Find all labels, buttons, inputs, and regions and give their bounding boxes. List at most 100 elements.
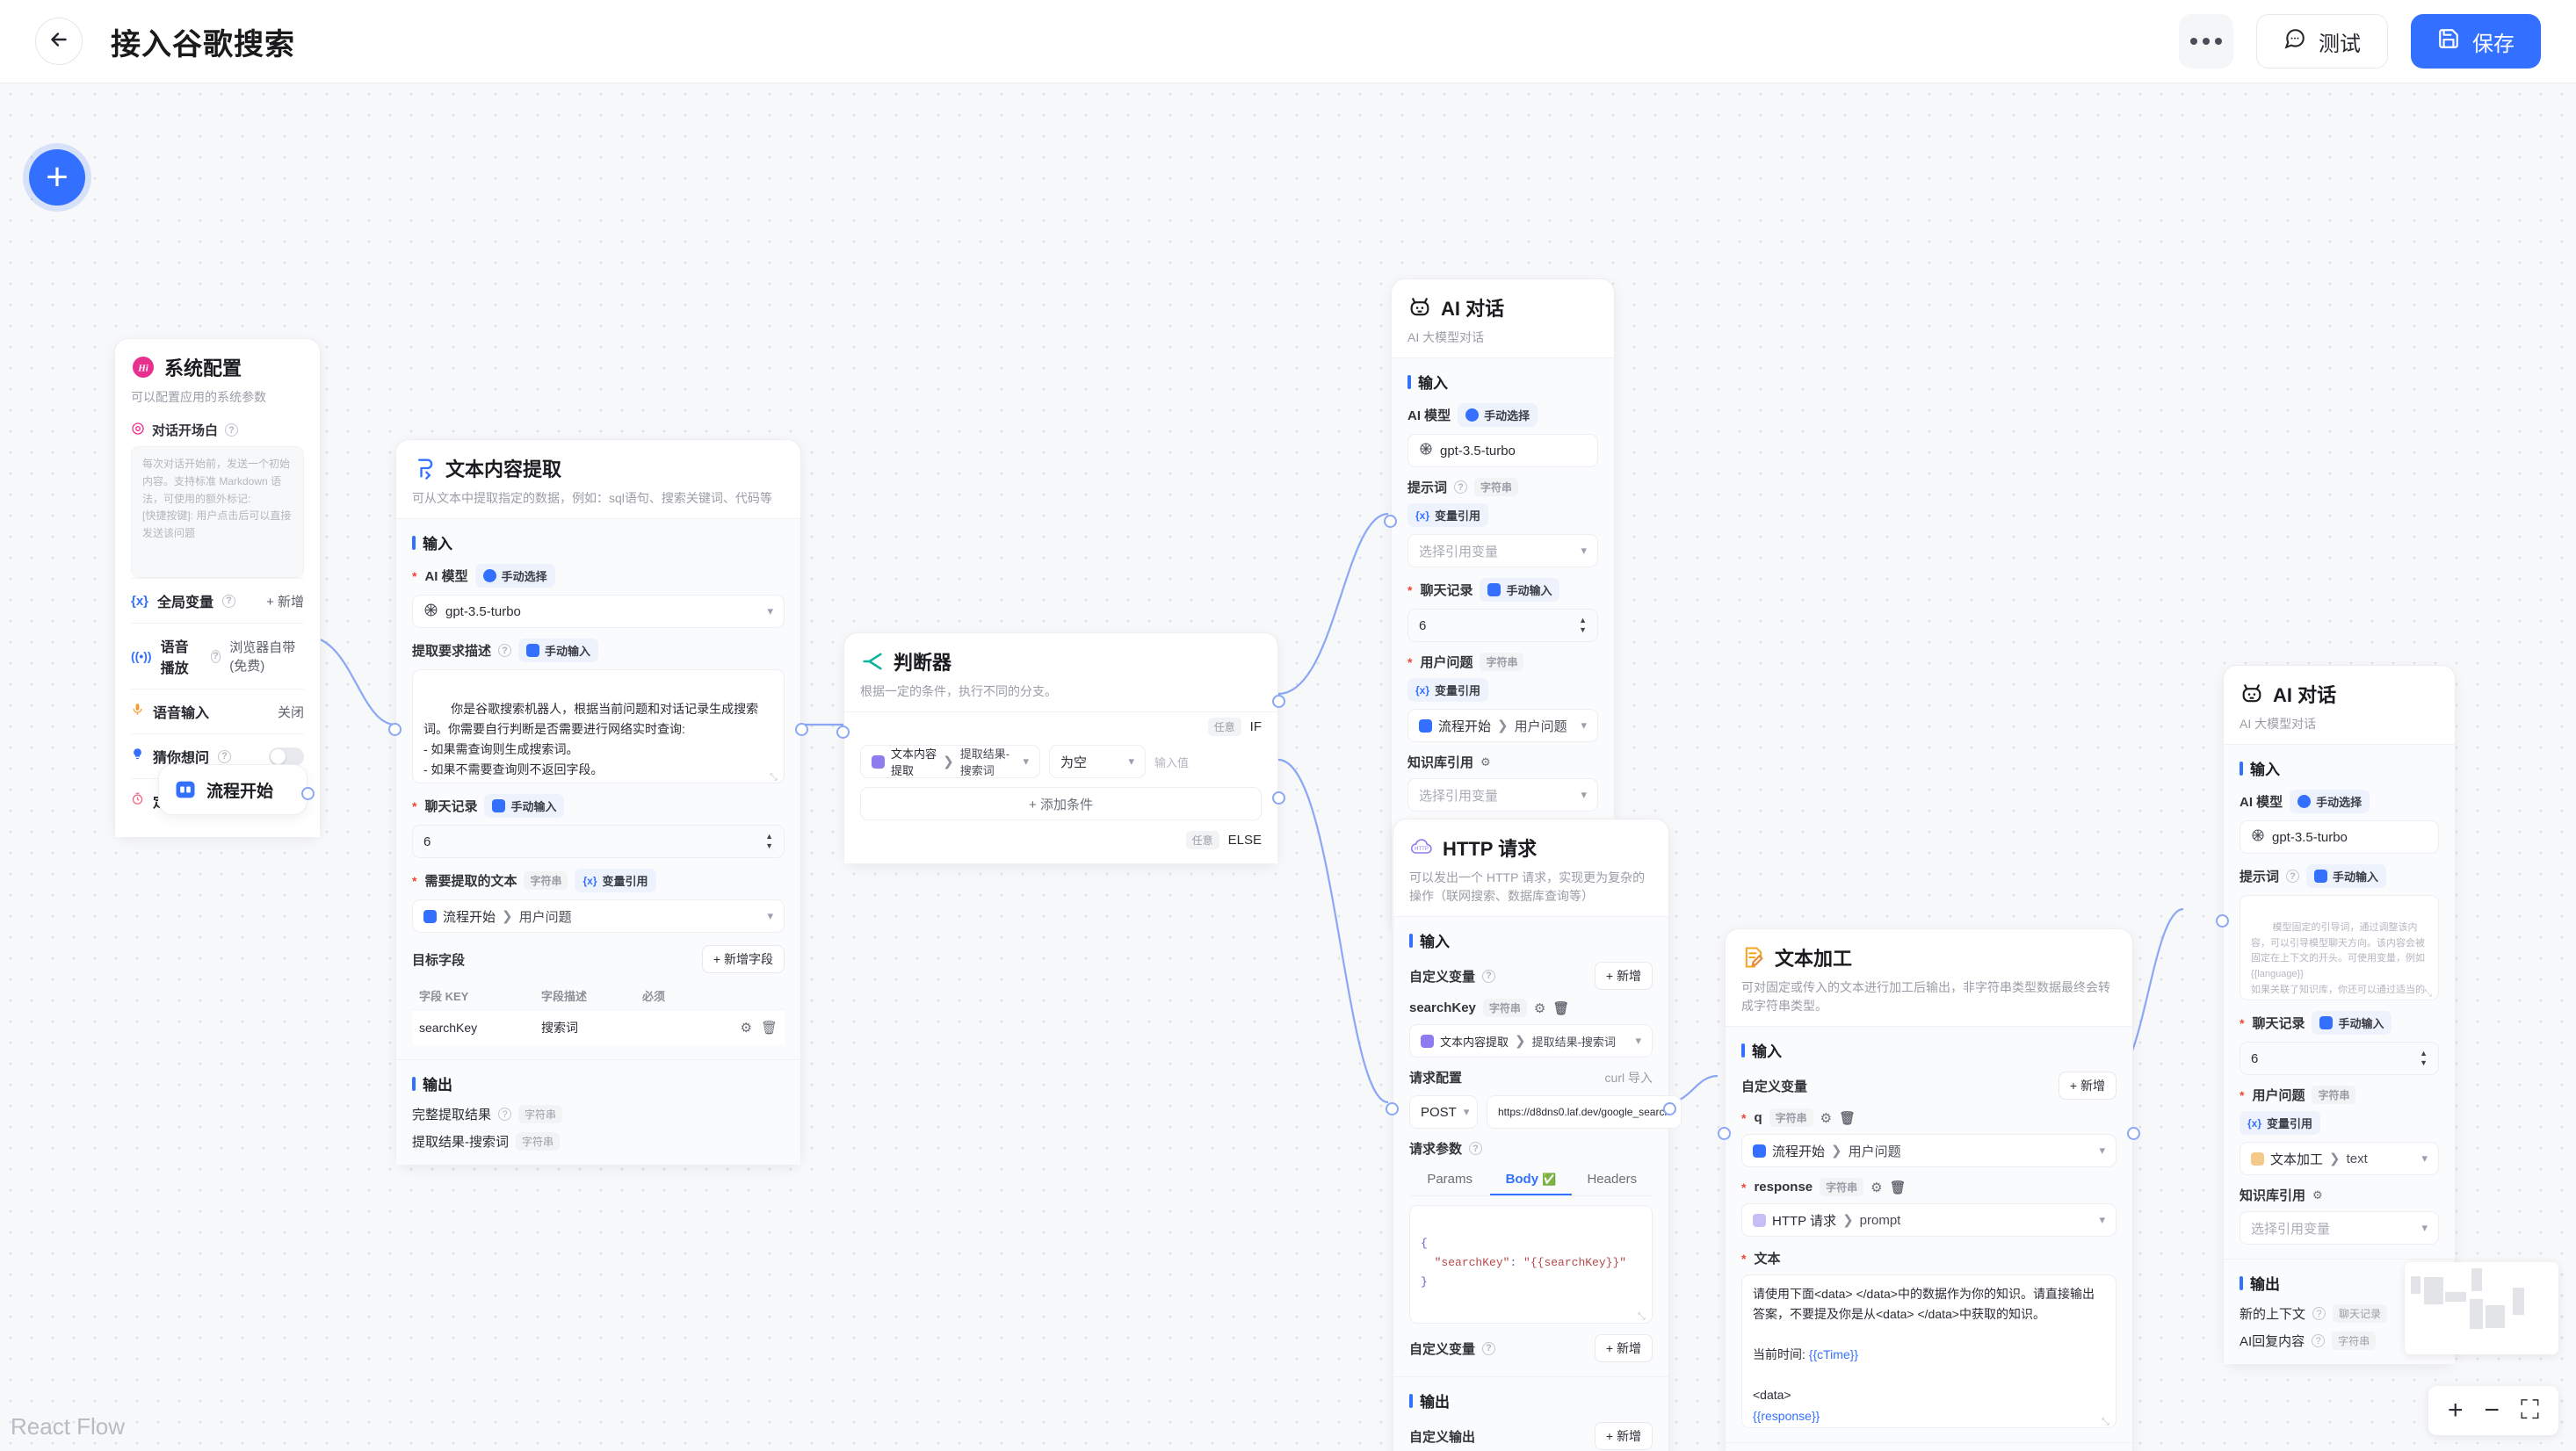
test-button[interactable]: 测试	[2256, 14, 2388, 69]
output-port[interactable]	[1663, 1102, 1676, 1115]
help-icon[interactable]: ?	[225, 423, 239, 437]
text-textarea[interactable]: 请使用下面<data> </data>中的数据作为你的知识。请直接输出答案，不要…	[1741, 1274, 2117, 1428]
manual-select-badge[interactable]: 手动选择	[474, 564, 555, 588]
source-select[interactable]: 流程开始 ❯ 用户问题 ▾	[412, 899, 785, 933]
guess-question-toggle[interactable]	[269, 747, 304, 766]
trash-icon[interactable]: 🗑	[760, 1021, 778, 1036]
row-global-variable[interactable]: {x} 全局变量 ? + 新增	[131, 578, 304, 623]
resize-handle-icon[interactable]: ⤡	[770, 772, 778, 783]
gear-icon[interactable]: ⚙	[2312, 1188, 2323, 1202]
opening-textarea[interactable]: 每次对话开始前，发送一个初始内容。支持标准 Markdown 语法，可使用的额外…	[131, 446, 304, 578]
help-icon[interactable]: ?	[498, 1108, 512, 1121]
resize-handle-icon[interactable]: ⤡	[1638, 1312, 1646, 1323]
history-stepper[interactable]: 6 ▲▼	[1407, 609, 1598, 642]
trash-icon[interactable]: 🗑	[1889, 1180, 1907, 1195]
input-port[interactable]	[1718, 1127, 1731, 1140]
node-flow-start[interactable]: 流程开始	[158, 764, 315, 815]
help-icon[interactable]: ?	[1469, 1142, 1483, 1155]
node-condition[interactable]: 判断器 根据一定的条件，执行不同的分支。 任意 IF 文本内容提取 ❯ 提取结果…	[836, 632, 1285, 864]
var-q-select[interactable]: 流程开始 ❯ 用户问题 ▾	[1741, 1134, 2117, 1167]
prompt-textarea[interactable]: 模型固定的引导词，通过调整该内容，可以引导模型聊天方向。该内容会被固定在上下文的…	[2240, 895, 2439, 1000]
manual-input-badge[interactable]: 手动输入	[518, 639, 599, 662]
model-select[interactable]: gpt-3.5-turbo ▾	[412, 595, 785, 628]
manual-select-badge[interactable]: 手动选择	[2290, 790, 2370, 813]
help-icon[interactable]: ?	[222, 594, 236, 608]
node-http-request[interactable]: HTTP HTTP 请求 可以发出一个 HTTP 请求，实现更为复杂的操作（联网…	[1386, 819, 1682, 1451]
model-select[interactable]: gpt-3.5-turbo	[1407, 434, 1598, 467]
add-field-button[interactable]: + 新增字段	[701, 945, 785, 973]
stepper-arrows-icon[interactable]: ▲▼	[2420, 1049, 2428, 1067]
var-ref-badge[interactable]: {x}变量引用	[1407, 503, 1489, 527]
body-editor[interactable]: { "searchKey": "{{searchKey}}" }⤡	[1409, 1205, 1653, 1324]
stepper-arrows-icon[interactable]: ▲▼	[1579, 616, 1587, 634]
output-port[interactable]	[301, 787, 315, 800]
if-any-tag[interactable]: 任意	[1207, 718, 1241, 736]
input-port[interactable]	[1386, 1102, 1399, 1115]
help-icon[interactable]: ?	[210, 649, 221, 663]
help-icon[interactable]: ?	[498, 644, 512, 657]
gear-icon[interactable]: ⚙	[1870, 1180, 1883, 1195]
zoom-out-button[interactable]: −	[2484, 1396, 2500, 1425]
gear-icon[interactable]: ⚙	[1820, 1110, 1833, 1126]
fit-view-button[interactable]: ⛶	[2521, 1396, 2539, 1425]
manual-select-badge[interactable]: 手动选择	[1458, 403, 1538, 427]
condition-value-input[interactable]: 输入值	[1154, 755, 1190, 769]
else-any-tag[interactable]: 任意	[1185, 831, 1219, 849]
minimap[interactable]	[2405, 1262, 2558, 1354]
input-port[interactable]	[836, 726, 850, 739]
history-stepper[interactable]: 6 ▲▼	[412, 825, 785, 858]
help-icon[interactable]: ?	[2312, 1307, 2326, 1320]
add-variable-button-2[interactable]: + 新增	[1594, 1334, 1653, 1362]
help-icon[interactable]: ?	[1482, 1341, 1496, 1355]
condition-operator-select[interactable]: 为空 ▾	[1049, 745, 1146, 778]
row-voice-input[interactable]: 语音输入 关闭	[131, 689, 304, 733]
node-text-process[interactable]: 文本加工 可对固定或传入的文本进行加工后输出，非字符串类型数据最终会转成字符串类…	[1718, 928, 2140, 1451]
manual-input-badge[interactable]: 手动输入	[2306, 864, 2387, 888]
var-ref-badge[interactable]: {x}变量引用	[575, 869, 656, 892]
kb-select[interactable]: 选择引用变量 ▾	[2240, 1211, 2439, 1245]
add-output-button[interactable]: + 新增	[1594, 1422, 1653, 1450]
gear-icon[interactable]: ⚙	[1533, 1000, 1546, 1016]
var-ref-badge[interactable]: {x}变量引用	[2240, 1111, 2321, 1135]
save-button[interactable]: 保存	[2411, 14, 2541, 69]
kb-select[interactable]: 选择引用变量 ▾	[1407, 778, 1598, 812]
trash-icon[interactable]: 🗑	[1552, 1000, 1570, 1016]
node-text-extract[interactable]: 文本内容提取 可从文本中提取指定的数据，例如：sql语句、搜索关键词、代码等 输…	[388, 439, 808, 1166]
manual-input-badge[interactable]: 手动输入	[2312, 1011, 2392, 1035]
help-icon[interactable]: ?	[1482, 969, 1496, 983]
tab-body[interactable]: Body ✅	[1490, 1165, 1572, 1195]
help-icon[interactable]: ?	[218, 749, 232, 763]
add-variable-button[interactable]: + 新增	[1594, 962, 1653, 990]
help-icon[interactable]: ?	[1454, 480, 1468, 494]
prompt-select[interactable]: 选择引用变量 ▾	[1407, 534, 1598, 567]
manual-input-badge[interactable]: 手动输入	[484, 794, 565, 818]
resize-handle-icon[interactable]: ⤡	[2102, 1417, 2109, 1427]
node-system-config[interactable]: Hi 系统配置 可以配置应用的系统参数 对话开场白 ? 每次对话开始前，发送一个…	[114, 338, 321, 838]
gear-icon[interactable]: ⚙	[740, 1021, 752, 1036]
gear-icon[interactable]: ⚙	[1480, 754, 1491, 769]
zoom-in-button[interactable]: +	[2447, 1396, 2464, 1425]
manual-input-badge[interactable]: 手动输入	[1480, 578, 1560, 602]
add-condition-button[interactable]: + 添加条件	[860, 787, 1262, 820]
row-value[interactable]: + 新增	[266, 594, 304, 610]
stepper-arrows-icon[interactable]: ▲▼	[765, 832, 773, 850]
resize-handle-icon[interactable]: ⤡	[2424, 988, 2432, 999]
flow-canvas[interactable]: + React Flow Hi 系统配置 可以配置应用的系统参数 对话开场白 ?…	[0, 83, 2576, 1451]
model-select[interactable]: gpt-3.5-turbo	[2240, 820, 2439, 854]
table-row[interactable]: searchKey 搜索词 ⚙🗑	[412, 1009, 785, 1045]
method-select[interactable]: POST ▾	[1409, 1095, 1478, 1129]
output-port[interactable]	[795, 723, 808, 736]
more-button[interactable]	[2179, 14, 2233, 69]
url-input[interactable]: https://d8dns0.laf.dev/google_search	[1487, 1095, 1682, 1129]
output-port[interactable]	[2127, 1127, 2140, 1140]
tab-params[interactable]: Params	[1427, 1172, 1473, 1187]
row-guess-question[interactable]: 猜你想问 ?	[131, 733, 304, 778]
trash-icon[interactable]: 🗑	[1839, 1110, 1856, 1126]
var-value-select[interactable]: 文本内容提取 ❯ 提取结果-搜索词 ▾	[1409, 1024, 1653, 1058]
add-node-button[interactable]: +	[29, 149, 85, 206]
row-voice-play[interactable]: ((•)) 语音播放 ? 浏览器自带(免费)	[131, 623, 304, 689]
question-select[interactable]: 文本加工 ❯ text ▾	[2240, 1142, 2439, 1175]
var-response-select[interactable]: HTTP 请求 ❯ prompt ▾	[1741, 1203, 2117, 1237]
input-port[interactable]	[388, 723, 402, 736]
history-stepper[interactable]: 6 ▲▼	[2240, 1042, 2439, 1075]
